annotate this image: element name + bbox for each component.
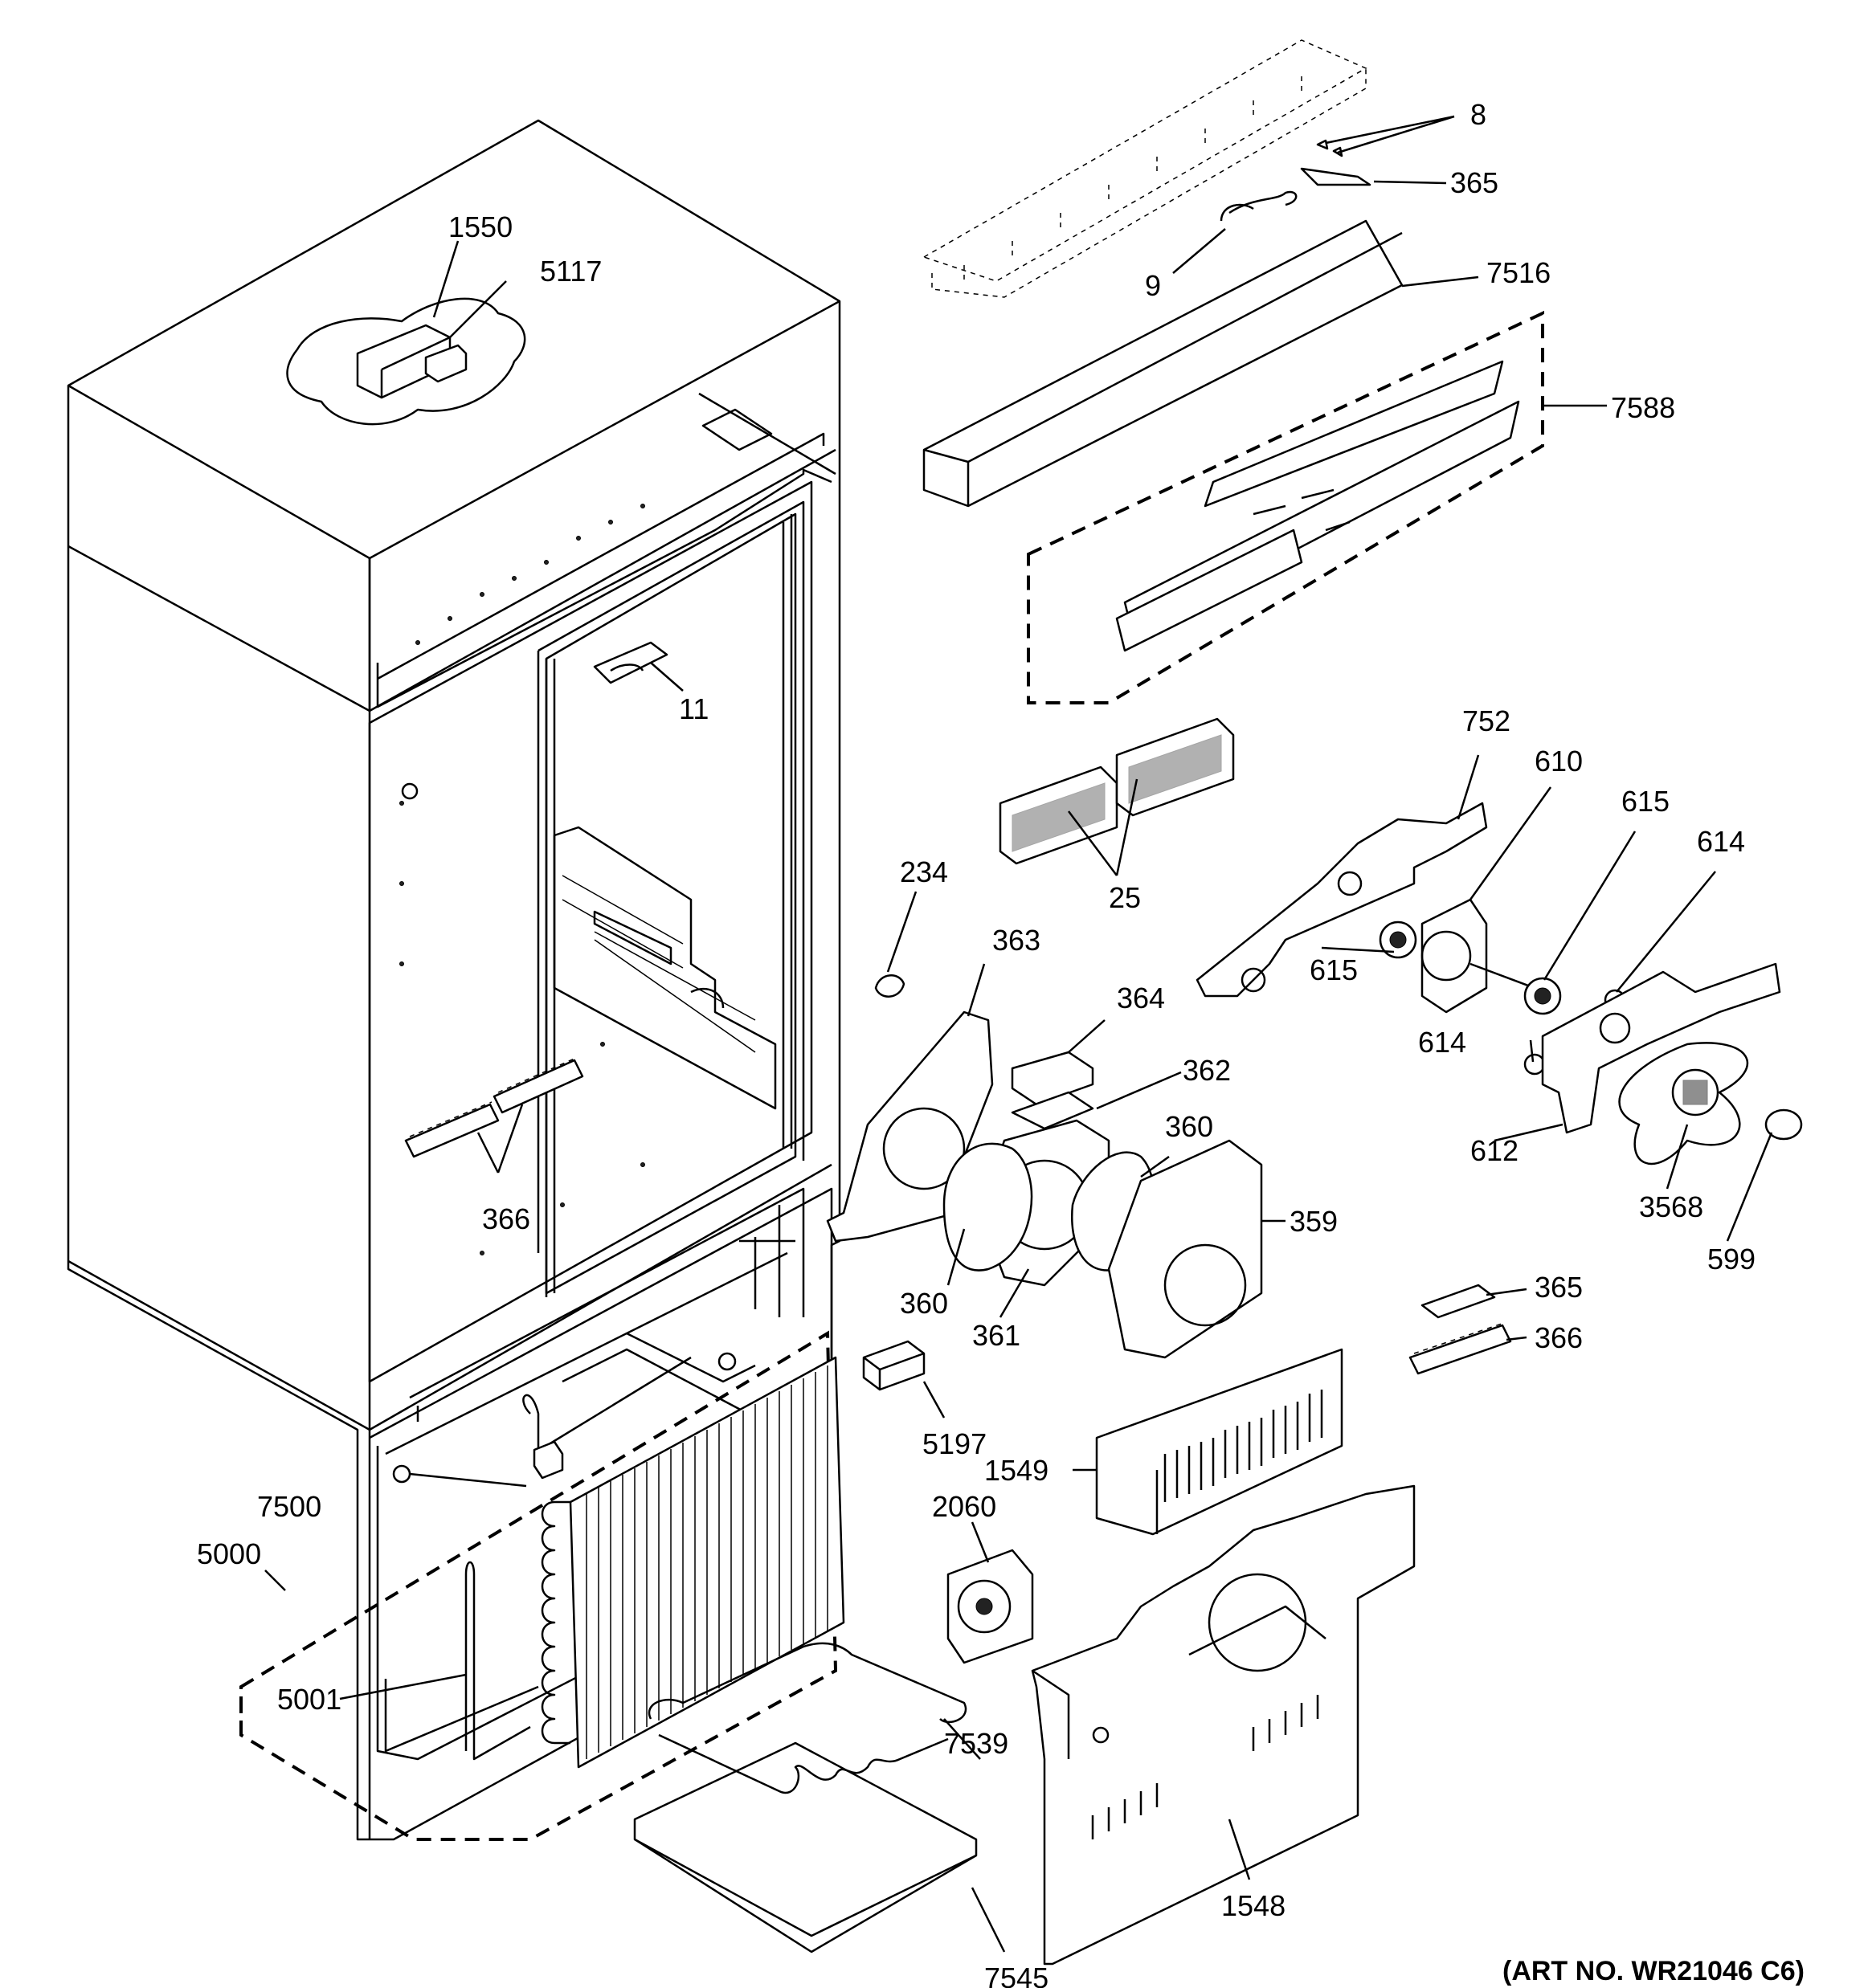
- callout-365-right: 365: [1535, 1271, 1583, 1304]
- callout-5000: 5000: [197, 1537, 261, 1570]
- callout-9: 9: [1145, 269, 1161, 302]
- filters-25: [999, 717, 1235, 865]
- panel-7516: [922, 219, 1404, 508]
- callout-1550: 1550: [448, 210, 513, 243]
- drain-pan-7545: [633, 1741, 978, 1953]
- callout-615-left: 615: [1310, 953, 1358, 986]
- rail-366-lower: [1408, 1324, 1512, 1375]
- harness-9: [1220, 190, 1298, 222]
- assembly-outline-7588: [1027, 310, 1544, 704]
- bracket-612: [1541, 962, 1781, 1134]
- condenser: [464, 1356, 845, 1769]
- callout-363: 363: [992, 924, 1040, 957]
- fan-motor-group: [1196, 802, 1803, 1165]
- callout-11: 11: [679, 692, 709, 725]
- callout-360-left: 360: [900, 1287, 948, 1320]
- callout-7516: 7516: [1486, 256, 1551, 289]
- bracket-752: [1196, 802, 1488, 998]
- cover-364: [1011, 1051, 1094, 1106]
- screw-8a: [1316, 139, 1329, 150]
- cabinet-rails-366: [404, 1057, 584, 1158]
- callout-2060: 2060: [932, 1490, 996, 1523]
- cover-1548: [1031, 1484, 1416, 1966]
- callout-365-top: 365: [1450, 166, 1498, 199]
- callout-5117: 5117: [540, 255, 602, 288]
- callout-366-right: 366: [1535, 1321, 1583, 1354]
- callout-7588: 7588: [1611, 391, 1675, 424]
- callout-8: 8: [1470, 98, 1486, 131]
- cabinet: [67, 119, 841, 1841]
- callout-359: 359: [1290, 1205, 1338, 1238]
- board-upper: [1204, 360, 1504, 508]
- board-face: [1115, 529, 1303, 652]
- condenser-fins: [586, 1365, 828, 1759]
- art-number: (ART NO. WR21046 C6): [1502, 1956, 1805, 1986]
- grille-234: [874, 974, 905, 998]
- part-365-lower: [1420, 1284, 1496, 1319]
- callout-610: 610: [1535, 745, 1583, 778]
- callout-360-right: 360: [1165, 1110, 1213, 1143]
- callout-7539: 7539: [944, 1727, 1008, 1760]
- callout-615-right: 615: [1621, 785, 1670, 818]
- panel-1549: [1095, 1348, 1343, 1536]
- evaporator-fan-housing: [826, 974, 1263, 1359]
- callout-752: 752: [1462, 704, 1510, 737]
- callout-366-left: 366: [482, 1202, 530, 1235]
- gasket-362: [1011, 1091, 1094, 1130]
- callout-5197: 5197: [922, 1427, 987, 1460]
- callout-7545: 7545: [984, 1961, 1048, 1988]
- callout-234: 234: [900, 855, 948, 888]
- motor-610: [1420, 898, 1488, 1014]
- part-365-top: [1300, 167, 1371, 186]
- callout-1549: 1549: [984, 1454, 1048, 1487]
- callout-361: 361: [972, 1319, 1020, 1352]
- callout-362: 362: [1183, 1054, 1231, 1087]
- callout-7500: 7500: [257, 1490, 321, 1523]
- callout-5001: 5001: [277, 1683, 341, 1716]
- callout-25: 25: [1109, 881, 1141, 914]
- callout-614-left: 614: [1418, 1026, 1466, 1059]
- callout-labels: 8 365 9 7516 7588 1550 5117 11 752 610 6…: [197, 98, 1805, 1988]
- callout-1548: 1548: [1221, 1889, 1286, 1922]
- leader-lines: [264, 115, 1773, 1953]
- top-frame: [922, 39, 1367, 298]
- callout-364: 364: [1117, 982, 1165, 1014]
- heater-7539: [648, 1642, 967, 1794]
- fan-2060: [946, 1549, 1034, 1664]
- callout-3568: 3568: [1639, 1190, 1703, 1223]
- callout-612: 612: [1470, 1134, 1519, 1167]
- callout-614-right: 614: [1697, 825, 1745, 858]
- callout-599: 599: [1707, 1243, 1756, 1276]
